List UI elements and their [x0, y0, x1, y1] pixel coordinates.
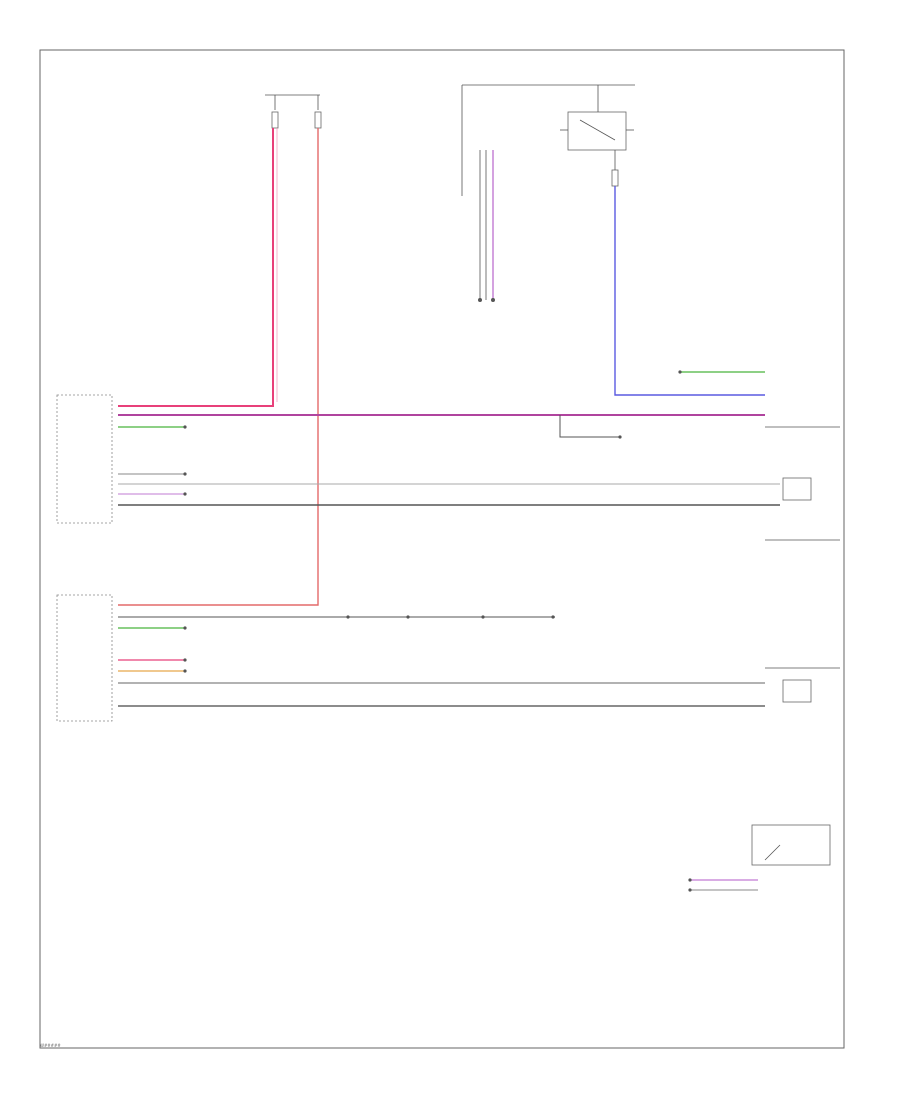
- wire-red-feed: [118, 128, 319, 606]
- diagram-border: [39, 49, 845, 1049]
- ground-point-upper: [618, 435, 622, 439]
- ground-point-bottom-1: [688, 878, 692, 882]
- relay-box: [567, 111, 627, 151]
- fuse-block-left-label-area: [196, 90, 244, 142]
- switch-block-bottom: [751, 824, 831, 866]
- connector-dot-right: [678, 370, 682, 374]
- ground-point-1: [478, 298, 482, 302]
- fuse-left-2: [314, 111, 322, 129]
- switch-block-contact: [764, 844, 781, 861]
- connector-dot-1: [183, 425, 187, 429]
- wire-pink-feed: [118, 128, 274, 407]
- connector-dot-5: [183, 658, 187, 662]
- switch-right-upper: [782, 477, 812, 501]
- fuse-left-1: [271, 111, 279, 129]
- splice-point-3: [481, 615, 485, 619]
- fuse-right: [611, 169, 619, 187]
- ground-point-lower: [551, 615, 555, 619]
- connector-dot-4: [183, 626, 187, 630]
- relay-switch: [579, 119, 616, 141]
- switch-right-lower: [782, 679, 812, 703]
- fuse-block-right: [461, 84, 635, 196]
- footer-code: W#####: [40, 1043, 61, 1048]
- ground-point-bottom-2: [688, 888, 692, 892]
- wire-blue-feed: [614, 186, 765, 396]
- ground-point-2: [491, 298, 495, 302]
- splice-point-1: [346, 615, 350, 619]
- connector-dot-6: [183, 669, 187, 673]
- wire-branch-ground: [559, 415, 620, 438]
- fuse-block-left: [196, 90, 322, 142]
- splice-point-2: [406, 615, 410, 619]
- connector-dot-2: [183, 472, 187, 476]
- module-lower: [56, 594, 113, 722]
- connector-dot-3: [183, 492, 187, 496]
- module-upper: [56, 394, 113, 524]
